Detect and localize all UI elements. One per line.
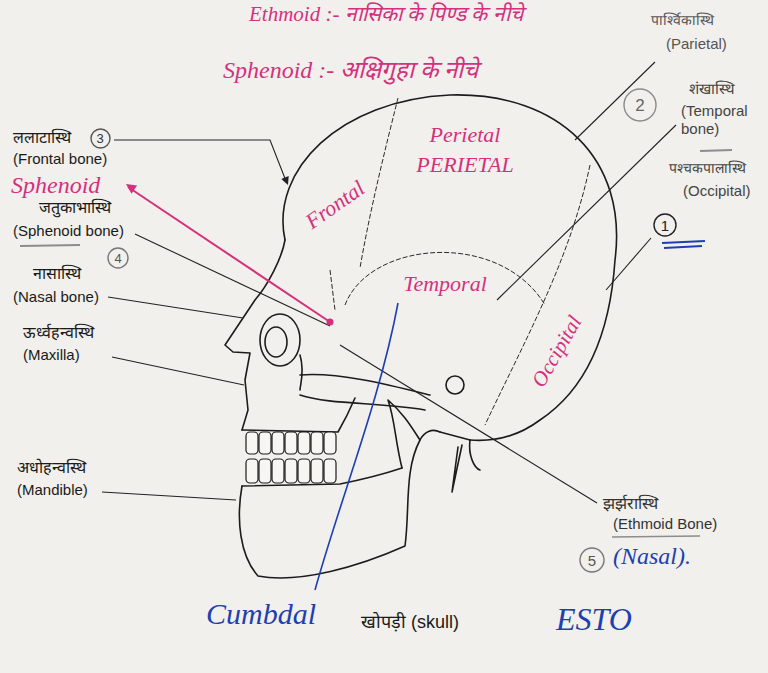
handwritten-bone-label: Perietal [429,122,502,148]
pencil-stroke [612,536,700,537]
handwritten-bone-label: Frontal [299,175,370,236]
handwritten-note: ESTO [555,600,633,638]
handwritten-label: (Nasal). [612,542,692,571]
tooth [272,432,284,454]
bone-name: (Temporal bone) [680,102,766,138]
leader-line [102,492,236,500]
orbit-inner [265,327,287,357]
bone-name: झर्झरास्थि [602,494,659,513]
zygomatic-arch [300,375,430,395]
cranium-outline [283,95,617,440]
tooth [285,432,297,454]
tooth [298,459,310,483]
leader-line [108,297,243,318]
pencil-stroke [700,150,732,151]
handwritten-note: Ethmoid :- नासिका के पिण्ड के नीचे [248,2,530,27]
cranial-base [440,432,470,440]
bone-name: (Maxilla) [22,346,81,364]
tooth [298,432,310,454]
bone-name: (Mandible) [16,481,89,499]
leader-line [575,62,655,140]
maxilla-lower-edge [242,398,355,432]
blue-underline [662,241,705,248]
tooth [246,459,258,483]
callout-number: 1 [661,218,669,233]
pencil-stroke [20,245,80,246]
callout-circle: 4 [107,247,129,269]
callout-number: 2 [635,97,644,114]
mastoid-process [470,440,480,470]
pink-pen-arrow [128,187,330,322]
bone-name: (Sphenoid bone) [12,222,125,240]
bone-name: (Occipital) [682,182,752,200]
squamous-suture [345,252,545,305]
leader-line [497,125,676,300]
callout-ring-outline [108,248,128,268]
leader-line [606,238,651,290]
sphenoid-suture [330,270,335,310]
callout-number: 3 [96,132,103,145]
ear-opening [446,376,464,394]
blue-pen-stroke [315,303,398,590]
bone-name: (Ethmoid Bone) [612,515,718,533]
handwritten-label: Sphenoid [10,171,101,200]
callout-circle: 5 [579,547,605,573]
tooth [259,459,271,483]
tooth [324,432,336,454]
leader-line [135,234,330,326]
bone-name: ऊर्ध्वहन्वस्थि [22,323,95,342]
leader-line [114,140,286,181]
tooth [285,459,297,483]
bone-name: शंखास्थि [688,80,736,98]
handwritten-bone-label: PERIETAL [415,152,514,178]
tooth [259,432,271,454]
handwritten-note: Cumbdal [205,596,317,632]
handwritten-bone-label: Temporal [402,271,488,297]
bone-name: जतुकाभास्थि [38,198,112,217]
callout-ring-outline [580,548,604,572]
callout-ring-outline [654,214,676,236]
orbit-rim [300,355,302,390]
tooth [324,459,336,483]
orbit [260,314,300,366]
coronoid-process [388,400,420,468]
tooth [246,432,258,454]
callout-circle: 3 [90,128,111,149]
tooth [311,432,323,454]
bone-name: अधोहन्वस्थि [16,458,87,477]
styloid-process [452,445,462,492]
bone-name: पार्श्विकास्थि [650,12,715,29]
bone-name: पश्चकपालास्थि [668,160,747,177]
callout-ring-outline [91,129,110,148]
mandible-outline [239,430,440,578]
bone-name: (Nasal bone) [12,288,100,306]
callout-number: 4 [114,252,121,265]
callout-ring-outline [624,89,656,121]
coronal-suture [360,98,398,268]
bone-name: नासास्थि [32,264,82,283]
arrowhead [281,176,288,185]
bone-name: (Parietal) [665,35,728,53]
tooth [272,459,284,483]
lambdoid-suture [485,165,590,425]
pink-arrowhead [126,184,137,194]
callout-number: 5 [588,553,596,568]
leader-line [112,357,244,385]
zygomatic-arch-lower [300,395,425,410]
figure-caption: खोपड़ी (skull) [360,612,460,634]
bone-name: ललाटास्थि [12,128,72,147]
callout-circle: 1 [653,213,677,237]
face-outline [225,240,285,430]
handwritten-bone-label: Occipital [526,311,588,393]
bone-name: (Frontal bone) [12,150,108,168]
pink-pen-dot [327,319,334,326]
tooth [311,459,323,483]
handwritten-note: Sphenoid :- अक्षिगुहा के नीचे [222,56,479,85]
callout-circle: 2 [623,88,657,122]
